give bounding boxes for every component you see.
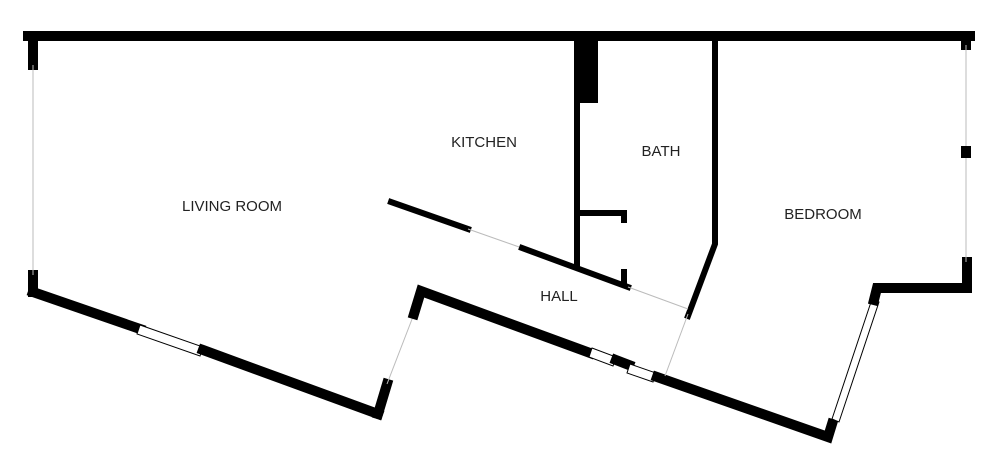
room-labels: LIVING ROOM KITCHEN BATH BEDROOM HALL xyxy=(182,134,862,305)
label-bath: BATH xyxy=(642,143,681,160)
entry-opening xyxy=(386,313,415,385)
bedroom-step-wall xyxy=(867,257,972,307)
bath-door-opening xyxy=(627,286,689,310)
bath-closet-wall xyxy=(577,210,627,223)
counter-wall-a xyxy=(387,198,472,233)
living-window xyxy=(136,324,204,357)
living-lower-wall-b xyxy=(196,343,385,421)
label-hall: HALL xyxy=(540,288,578,305)
counter-wall-b xyxy=(518,244,632,291)
hall-lower-wall xyxy=(407,284,597,360)
hall-wall-between-windows xyxy=(609,353,636,372)
label-living-room: LIVING ROOM xyxy=(182,198,282,215)
counter-opening xyxy=(467,228,523,249)
exterior-walls xyxy=(23,31,975,444)
right-mullion xyxy=(961,146,971,158)
label-kitchen: KITCHEN xyxy=(451,134,517,151)
label-bedroom: BEDROOM xyxy=(784,206,862,223)
hall-window-a xyxy=(588,347,617,367)
interior-walls xyxy=(387,37,718,377)
living-corner-wall xyxy=(371,377,394,421)
bedroom-lower-wall xyxy=(650,370,839,444)
bedroom-door-opening xyxy=(664,313,689,377)
bedroom-bay-window xyxy=(831,298,880,423)
kitchen-column xyxy=(580,40,598,103)
living-lower-wall-a xyxy=(26,285,147,336)
hall-window-b xyxy=(626,363,657,383)
bath-bedroom-wall xyxy=(684,37,718,320)
